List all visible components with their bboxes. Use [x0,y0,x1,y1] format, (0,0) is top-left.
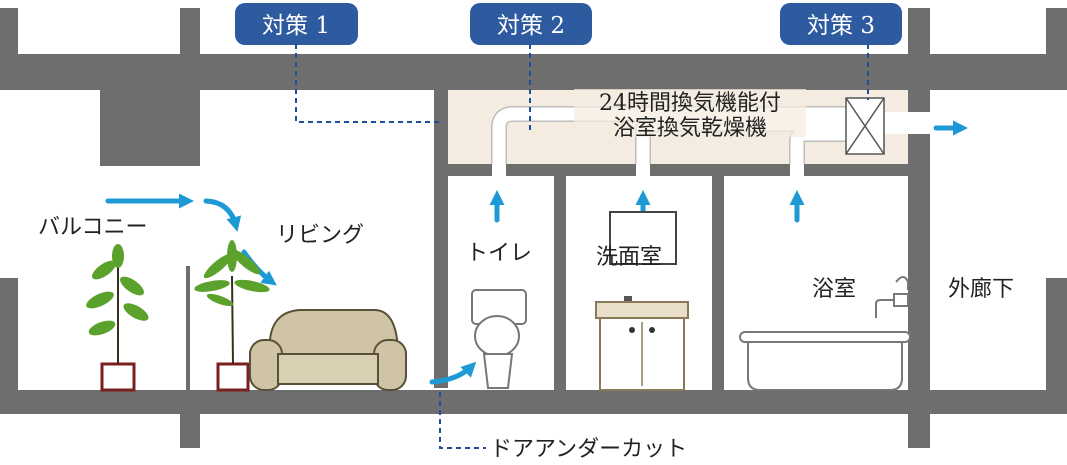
room-label-toilet: トイレ [466,241,532,266]
svg-text:対策 1: 対策 1 [262,13,330,39]
badge-measure-3: 対策 3 [780,3,902,45]
plant-icon [194,240,270,392]
room-label-living: リビング [276,223,364,248]
sofa-icon [249,309,407,391]
toilet-icon [471,289,527,389]
faucet-icon [875,276,909,318]
ventilation-fan-icon [845,97,885,155]
bathtub-icon [739,331,911,391]
building-structure [0,8,1067,448]
badge-measure-2: 対策 2 [470,3,592,45]
room-label-bathroom: 浴室 [812,277,856,302]
svg-text:対策 2: 対策 2 [497,13,565,39]
room-label-washroom: 洗面室 [596,245,662,270]
svg-text:対策 3: 対策 3 [807,13,875,39]
plant-icon [86,244,149,392]
badge-measure-1: 対策 1 [235,3,358,45]
washbasin-icon [595,211,689,391]
room-label-corridor: 外廊下 [948,277,1014,302]
leader-lines [295,44,869,449]
door-undercut-label: ドアアンダーカット [490,437,687,460]
device-label-line1: 24時間換気機能付 [599,91,781,116]
device-label: 24時間換気機能付 浴室換気乾燥機 [574,89,806,141]
device-label-line2: 浴室換気乾燥機 [613,116,767,141]
room-label-balcony: バルコニー [38,215,148,240]
